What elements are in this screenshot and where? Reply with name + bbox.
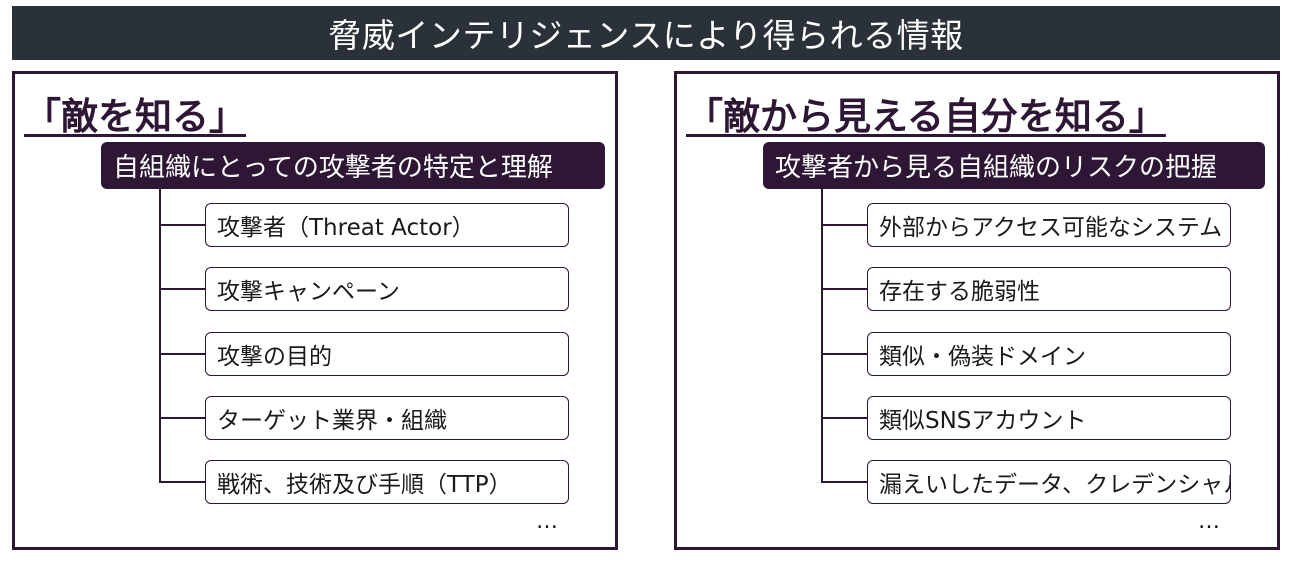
more-ellipsis: … (536, 509, 559, 534)
branch-line (821, 417, 867, 419)
tree-connector-line (159, 189, 161, 483)
more-ellipsis: … (1198, 509, 1221, 534)
know-the-enemy-panel: 「敵を知る」 自組織にとっての攻撃者の特定と理解 攻撃者（Threat Acto… (12, 71, 618, 550)
branch-line (159, 288, 205, 290)
branch-line (159, 224, 205, 226)
panel-heading: 「敵から見える自分を知る」 (686, 95, 1166, 138)
info-item: 攻撃キャンペーン (205, 267, 569, 311)
page-title-bar: 脅威インテリジェンスにより得られる情報 (12, 6, 1280, 60)
info-item: 類似SNSアカウント (867, 396, 1231, 440)
info-item: 存在する脆弱性 (867, 267, 1231, 311)
info-item: 類似・偽装ドメイン (867, 332, 1231, 376)
branch-line (821, 481, 867, 483)
branch-line (159, 417, 205, 419)
branch-line (821, 288, 867, 290)
info-item: 攻撃の目的 (205, 332, 569, 376)
info-item: 漏えいしたデータ、クレデンシャル (867, 460, 1231, 504)
panel-heading: 「敵を知る」 (24, 95, 246, 138)
branch-line (159, 481, 205, 483)
know-yourself-panel: 「敵から見える自分を知る」 攻撃者から見る自組織のリスクの把握 外部からアクセス… (674, 71, 1280, 550)
tree-connector-line (821, 189, 823, 483)
info-item: 外部からアクセス可能なシステム (867, 203, 1231, 247)
page-title: 脅威インテリジェンスにより得られる情報 (328, 16, 964, 55)
panel-subheading: 自組織にとっての攻撃者の特定と理解 (101, 142, 605, 189)
branch-line (821, 224, 867, 226)
info-item: 攻撃者（Threat Actor） (205, 203, 569, 247)
panel-subheading: 攻撃者から見る自組織のリスクの把握 (763, 142, 1265, 189)
info-item: ターゲット業界・組織 (205, 396, 569, 440)
info-item: 戦術、技術及び手順（TTP） (205, 460, 569, 504)
branch-line (159, 353, 205, 355)
branch-line (821, 353, 867, 355)
